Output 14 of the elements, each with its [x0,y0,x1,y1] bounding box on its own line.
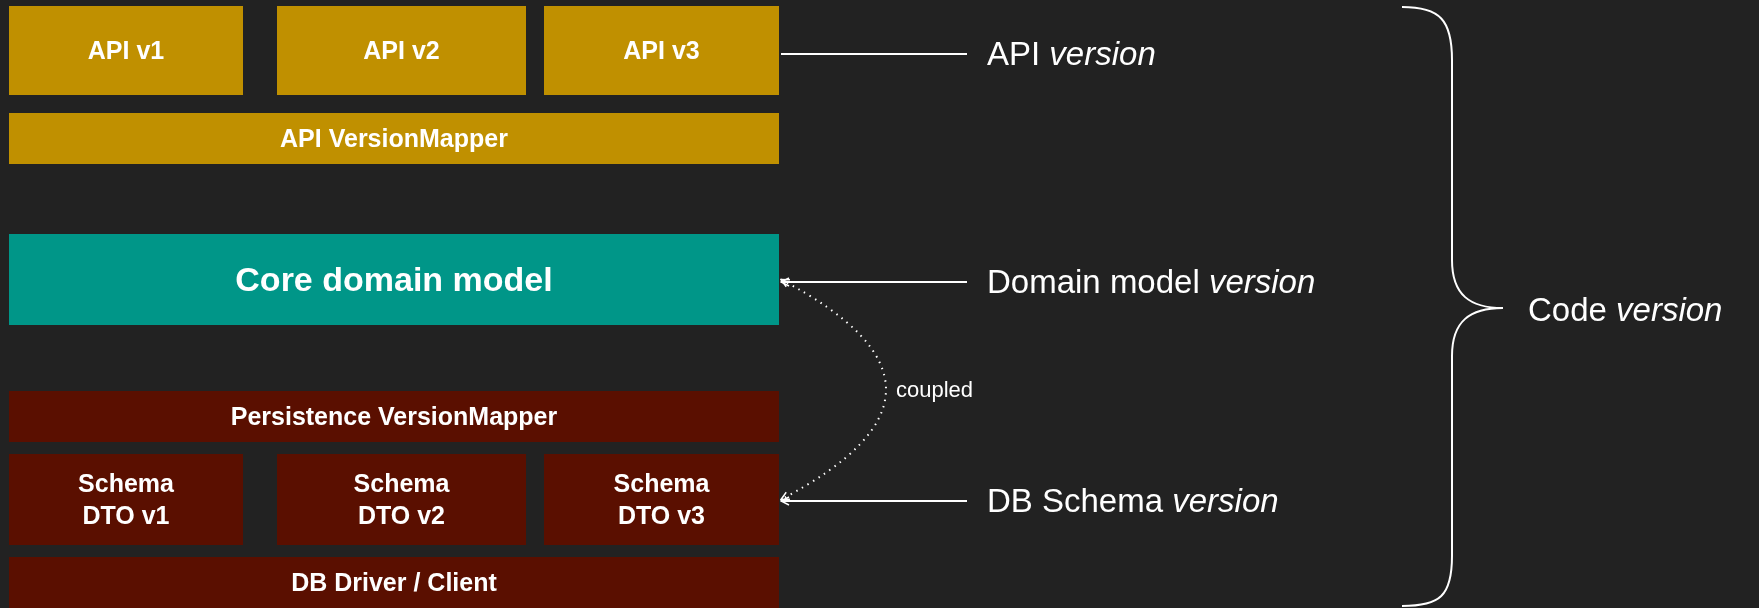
version-label: API version [987,35,1156,73]
schema-box: Schema DTO v3 [544,454,779,545]
version-label: Domain model version [987,263,1316,301]
driver-bar: DB Driver / Client [9,557,779,608]
version-label: DB Schema version [987,482,1279,520]
mapper-bar: API VersionMapper [9,113,779,164]
api-box: API v2 [277,6,526,95]
domain-model-box: Core domain model [9,234,779,325]
version-label: Code version [1528,291,1723,329]
api-box: API v1 [9,6,243,95]
schema-box: Schema DTO v1 [9,454,243,545]
schema-box: Schema DTO v2 [277,454,526,545]
api-box: API v3 [544,6,779,95]
mapper-bar: Persistence VersionMapper [9,391,779,442]
